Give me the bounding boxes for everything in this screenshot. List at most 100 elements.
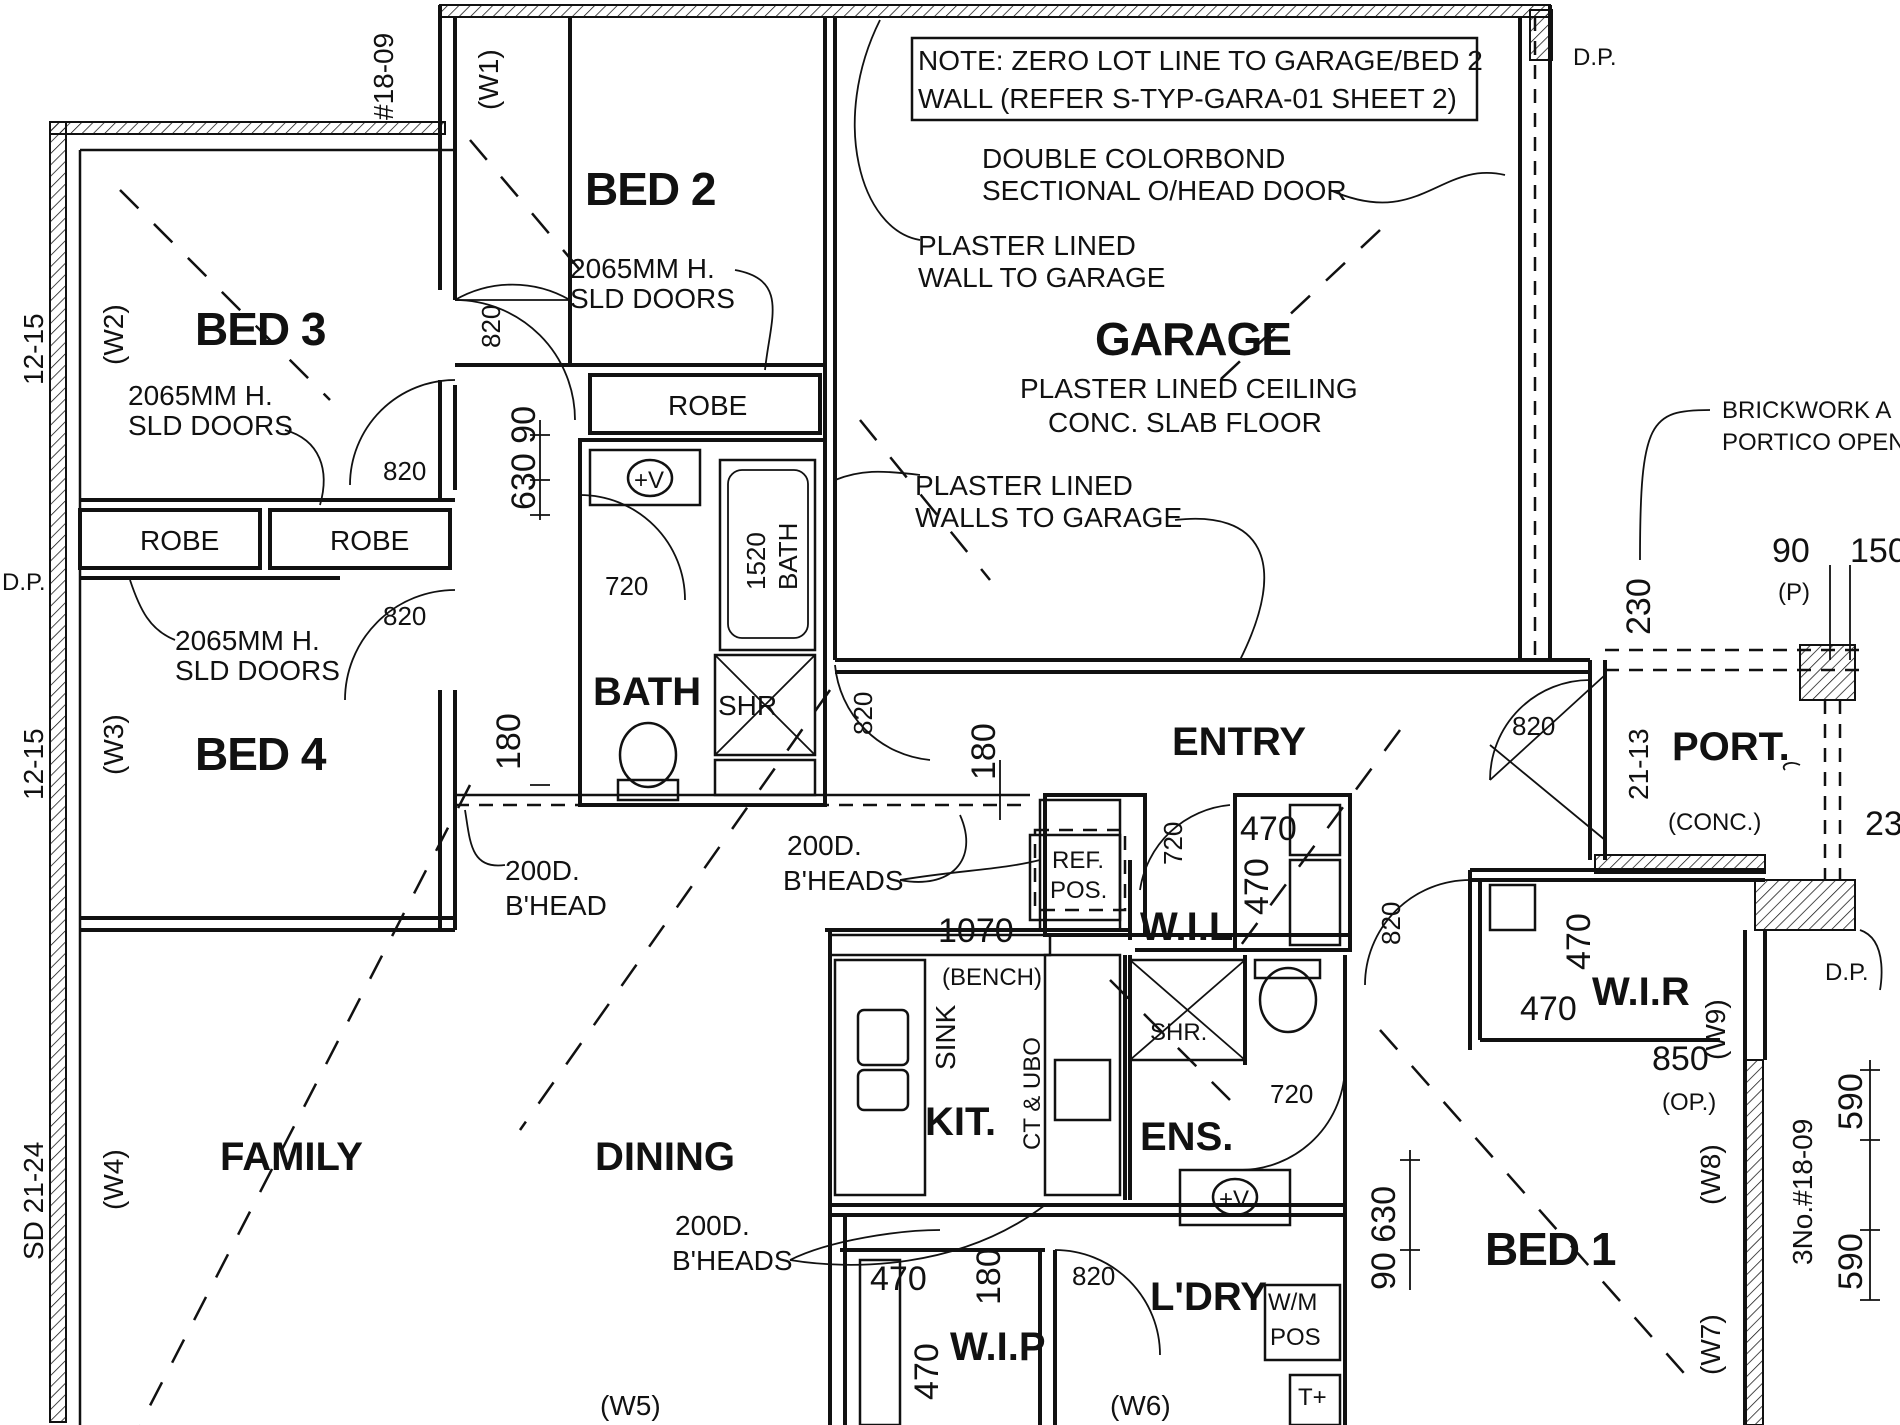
dim-470-wip-a: 470	[870, 1260, 927, 1298]
dim-820-bed4: 820	[383, 601, 426, 631]
room-laundry: L'DRY	[1150, 1275, 1267, 1319]
dim-820-bed3: 820	[383, 456, 426, 486]
window-w3: (W3)	[98, 714, 129, 775]
dim-180-a: 180	[490, 713, 528, 770]
dim-820-ldry: 820	[1072, 1261, 1115, 1291]
note-bhead-2a: 200D.	[787, 830, 862, 861]
dim-470-wir-b: 470	[1520, 990, 1577, 1028]
note-dp-3: D.P.	[1825, 959, 1869, 986]
note-colorbond-1: DOUBLE COLORBOND	[982, 143, 1285, 174]
dim-230-b: 23	[1865, 805, 1900, 843]
note-brick-2: PORTICO OPEN	[1722, 429, 1900, 456]
note-dp-2: D.P.	[2, 569, 46, 596]
note-sld-bed4-2: SLD DOORS	[175, 655, 340, 686]
window-size-w8: 3No.#18-09	[1787, 1119, 1818, 1265]
wall-left	[49, 121, 67, 1423]
note-conc: (CONC.)	[1668, 809, 1761, 836]
dim-90: 90	[1772, 532, 1810, 570]
dim-630-90: 630 90	[505, 406, 543, 510]
window-w4: (W4)	[98, 1149, 129, 1210]
window-size-w4: SD 21-24	[18, 1142, 49, 1260]
note-zero-lot-1: NOTE: ZERO LOT LINE TO GARAGE/BED 2	[918, 45, 1483, 76]
dim-820-garage: 820	[848, 692, 878, 735]
dim-470-wil-a: 470	[1240, 810, 1297, 848]
room-bed1: BED 1	[1485, 1223, 1616, 1275]
dim-ticks	[530, 420, 1880, 1301]
note-op: (OP.)	[1662, 1089, 1716, 1116]
note-ct-ubo: CT & UBO	[1019, 1037, 1046, 1150]
robe-bed4: ROBE	[330, 525, 409, 556]
dim-590-a: 590	[1832, 1073, 1870, 1130]
room-shower-ens: SHR.	[1150, 1019, 1207, 1046]
note-zero-lot-2: WALL (REFER S-TYP-GARA-01 SHEET 2)	[918, 83, 1457, 114]
dim-820-entry: 820	[1512, 711, 1555, 741]
note-bhead-3a: 200D.	[675, 1210, 750, 1241]
note-sld-bed4-1: 2065MM H.	[175, 625, 320, 656]
note-dp-1: D.P.	[1573, 44, 1617, 71]
ceiling-lines	[119, 139, 1691, 1425]
note-bhead-1a: 200D.	[505, 855, 580, 886]
leaders	[129, 19, 1883, 1266]
dim-720-wil: 720	[1158, 822, 1188, 865]
window-w6: (W6)	[1110, 1390, 1171, 1421]
window-w8: (W8)	[1695, 1144, 1726, 1205]
note-sld-bed2-1: 2065MM H.	[570, 253, 715, 284]
note-plaster-wall-1: PLASTER LINED	[918, 230, 1136, 261]
note-sink: SINK	[930, 1004, 961, 1070]
wall-top-zero-lot	[439, 4, 1551, 18]
robe-bed2: ROBE	[668, 390, 747, 421]
dim-470-wil-b: 470	[1238, 858, 1276, 915]
room-wir: W.I.R	[1592, 970, 1690, 1014]
note-bhead-3b: B'HEADS	[672, 1245, 793, 1276]
dim-590-b: 590	[1832, 1233, 1870, 1290]
dim-720-bath: 720	[605, 571, 648, 601]
room-portico: PORT.	[1672, 725, 1790, 769]
note-tap: T+	[1298, 1384, 1327, 1411]
note-brick-1: BRICKWORK A	[1722, 397, 1891, 424]
dim-850: 850	[1652, 1040, 1709, 1078]
window-w1: (W1)	[473, 49, 504, 110]
room-bed2: BED 2	[585, 163, 715, 215]
dimensions: 820 820 820 630 90 720 1520 BATH 820 180…	[383, 305, 1900, 1400]
window-w7: (W7)	[1695, 1314, 1726, 1375]
note-bench: (BENCH)	[942, 964, 1042, 991]
window-tags: (W1) (W2) (W3) (W4) (W5) (W6) (W7) (W8) …	[18, 33, 1818, 1421]
room-bed4: BED 4	[195, 728, 327, 780]
note-sld-bed3-1: 2065MM H.	[128, 380, 273, 411]
room-wip: W.I.P	[950, 1325, 1046, 1369]
note-ref-2: POS.	[1050, 877, 1107, 904]
window-size-w1: #18-09	[368, 33, 399, 120]
note-ref-1: REF.	[1052, 847, 1104, 874]
room-entry: ENTRY	[1172, 720, 1306, 764]
dim-1520-bath: 1520	[741, 532, 771, 590]
dim-1070: 1070	[938, 912, 1014, 950]
window-w5: (W5)	[600, 1390, 661, 1421]
note-wm-1: W/M	[1268, 1289, 1317, 1316]
room-ensuite: ENS.	[1140, 1115, 1233, 1159]
note-plaster-walls-2: WALLS TO GARAGE	[915, 502, 1182, 533]
note-vanity-ens: +V	[1219, 1186, 1249, 1213]
note-garage-ceiling: PLASTER LINED CEILING	[1020, 373, 1358, 404]
dim-820-bed2: 820	[476, 305, 506, 348]
room-wil: W.I.L	[1140, 905, 1233, 949]
note-plaster-walls-1: PLASTER LINED	[915, 470, 1133, 501]
note-colorbond-2: SECTIONAL O/HEAD DOOR	[982, 175, 1347, 206]
dim-180-c: 180	[970, 1248, 1008, 1305]
note-sld-bed2-2: SLD DOORS	[570, 283, 735, 314]
wall-bed3-top	[49, 121, 446, 135]
room-kitchen: KIT.	[925, 1100, 996, 1144]
dim-470-wip-b: 470	[908, 1343, 946, 1400]
dim-180-b: 180	[965, 723, 1003, 780]
window-w2: (W2)	[98, 304, 129, 365]
note-vanity-bath: +V	[634, 467, 664, 494]
dim-p: (P)	[1778, 579, 1810, 606]
room-garage: GARAGE	[1095, 313, 1291, 365]
room-shower-bath: SHR	[718, 690, 777, 721]
zero-lot-note-box	[910, 36, 1479, 122]
notes: NOTE: ZERO LOT LINE TO GARAGE/BED 2 WALL…	[2, 44, 1900, 1411]
window-size-w3: 12-15	[18, 728, 49, 800]
room-dining: DINING	[595, 1135, 735, 1179]
note-bhead-2b: B'HEADS	[783, 865, 904, 896]
room-bed3: BED 3	[195, 303, 325, 355]
